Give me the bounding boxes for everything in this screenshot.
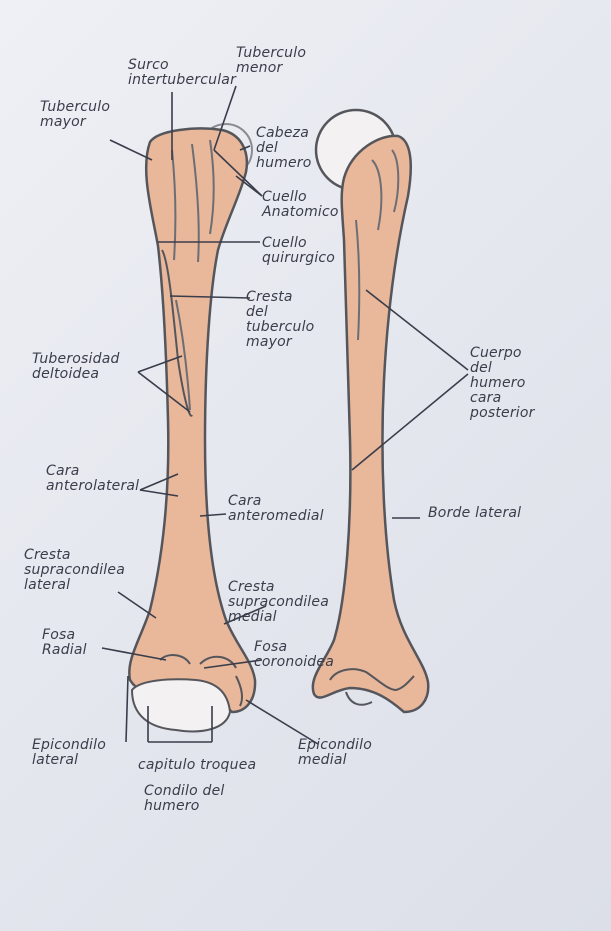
label-epicondilo-medial: Epicondilo medial [298, 737, 372, 768]
label-cuello-quirurgico: Cuello quirurgico [262, 235, 336, 266]
olecranon-fossa [329, 668, 415, 706]
label-epicondilo-lateral: Epicondilo lateral [32, 737, 106, 768]
label-cabeza-humero: Cabeza del humero [256, 125, 312, 171]
label-cara-anteromedial: Cara anteromedial [228, 493, 324, 524]
label-cuerpo-cara-posterior: Cuerpo del humero cara posterior [470, 345, 535, 421]
label-condilo-humero: Condilo del humero [144, 783, 225, 814]
label-borde-lateral: Borde lateral [428, 505, 522, 521]
label-tuberculo-menor: Tuberculo menor [236, 45, 307, 76]
shaft-shading-lines [171, 139, 215, 411]
label-surco-intertubercular: Surco intertubercular [128, 57, 237, 88]
label-cresta-supracondilea-medial: Cresta supracondilea medial [228, 579, 329, 625]
label-cresta-supracondilea-lateral: Cresta supracondilea lateral [24, 547, 125, 593]
posterior-shading-lines [355, 149, 400, 341]
condyle-anterior [130, 678, 232, 733]
label-fosa-radial: Fosa Radial [42, 627, 87, 658]
label-fosa-coronoidea: Fosa coronoidea [254, 639, 334, 670]
fossae-shading [159, 654, 244, 707]
humerus-anterior-view [128, 123, 257, 733]
label-cuello-anatomico: Cuello Anatomico [262, 189, 339, 220]
humerus-posterior-body [311, 134, 430, 714]
leader-lines [101, 85, 469, 745]
humerus-anterior-body [128, 127, 257, 714]
label-tuberculo-mayor: Tuberculo mayor [40, 99, 111, 130]
label-tuberosidad-deltoidea: Tuberosidad deltoidea [32, 351, 120, 382]
humerus-posterior-view [311, 108, 430, 714]
label-cara-anterolateral: Cara anterolateral [46, 463, 140, 494]
label-capitulo-troquea: capitulo troquea [138, 757, 257, 773]
label-cresta-tuberculo-mayor: Cresta del tuberculo mayor [246, 289, 315, 350]
